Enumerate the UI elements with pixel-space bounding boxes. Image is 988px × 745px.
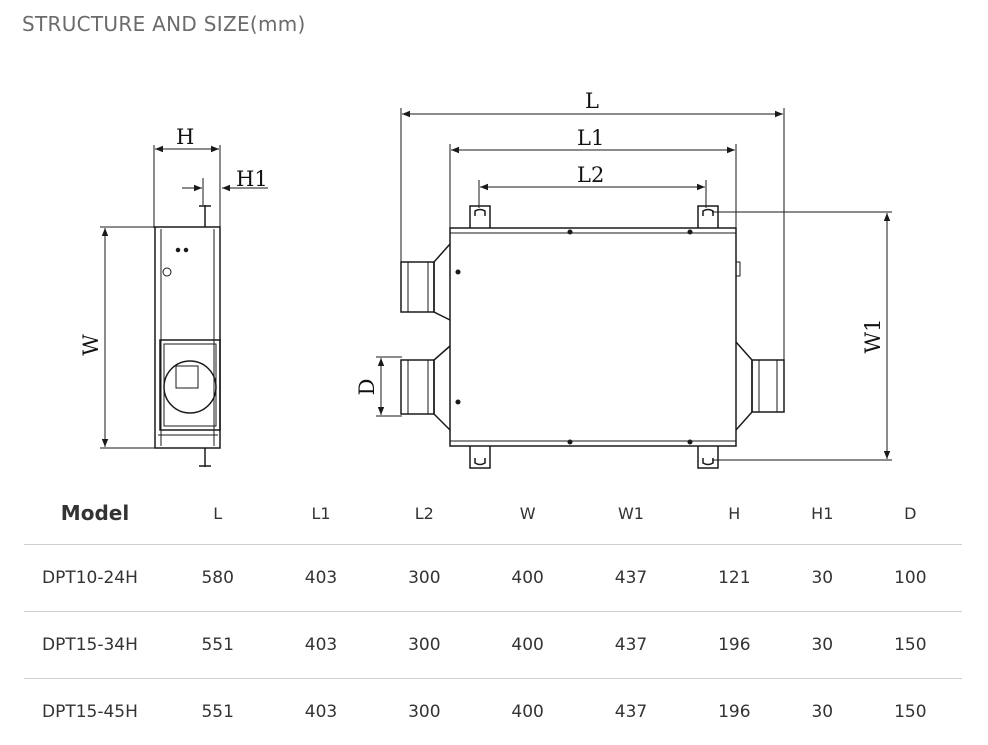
table-cell: DPT15-34H <box>24 612 166 679</box>
table-cell: 403 <box>269 612 372 679</box>
label-h: H <box>176 125 194 149</box>
spec-table: Model L L1 L2 W W1 H H1 D DPT10-24H 580 … <box>24 482 962 745</box>
table-cell: 121 <box>683 545 786 612</box>
label-h1: H1 <box>236 167 268 191</box>
label-l: L <box>585 89 599 113</box>
column-header: L2 <box>373 482 476 545</box>
column-header: W <box>476 482 579 545</box>
table-cell: 437 <box>579 679 682 745</box>
table-cell: 400 <box>476 545 579 612</box>
column-header: D <box>859 482 962 545</box>
table-cell: 30 <box>786 679 859 745</box>
table-row: DPT10-24H 580 403 300 400 437 121 30 100 <box>24 545 962 612</box>
table-cell: 300 <box>373 612 476 679</box>
table-row: DPT15-34H 551 403 300 400 437 196 30 150 <box>24 612 962 679</box>
table-header-row: Model L L1 L2 W W1 H H1 D <box>24 482 962 545</box>
table-cell: 403 <box>269 679 372 745</box>
column-header: L <box>166 482 269 545</box>
label-d: D <box>355 379 379 396</box>
table-cell: 437 <box>579 545 682 612</box>
table-cell: 551 <box>166 612 269 679</box>
table-cell: 403 <box>269 545 372 612</box>
table-cell: 300 <box>373 679 476 745</box>
column-header: H <box>683 482 786 545</box>
label-w: W <box>79 334 103 356</box>
column-header: H1 <box>786 482 859 545</box>
table-cell: 400 <box>476 612 579 679</box>
table-cell: 150 <box>859 679 962 745</box>
table-cell: 551 <box>166 679 269 745</box>
table-cell: DPT10-24H <box>24 545 166 612</box>
table-cell: 30 <box>786 612 859 679</box>
table-cell: 30 <box>786 545 859 612</box>
side-view <box>100 145 268 467</box>
column-header: W1 <box>579 482 682 545</box>
table-cell: 196 <box>683 679 786 745</box>
table-cell: 400 <box>476 679 579 745</box>
table-cell: 196 <box>683 612 786 679</box>
table-cell: 580 <box>166 545 269 612</box>
column-header: L1 <box>269 482 372 545</box>
label-l2: L2 <box>577 163 604 187</box>
label-w1: W1 <box>861 319 885 354</box>
table-row: DPT15-45H 551 403 300 400 437 196 30 150 <box>24 679 962 745</box>
label-l1: L1 <box>577 126 604 150</box>
column-header: Model <box>24 482 166 545</box>
table-cell: 100 <box>859 545 962 612</box>
table-cell: 437 <box>579 612 682 679</box>
table-cell: DPT15-45H <box>24 679 166 745</box>
table-cell: 150 <box>859 612 962 679</box>
table-cell: 300 <box>373 545 476 612</box>
top-view <box>376 108 892 468</box>
technical-drawing: H H1 W <box>0 0 988 480</box>
